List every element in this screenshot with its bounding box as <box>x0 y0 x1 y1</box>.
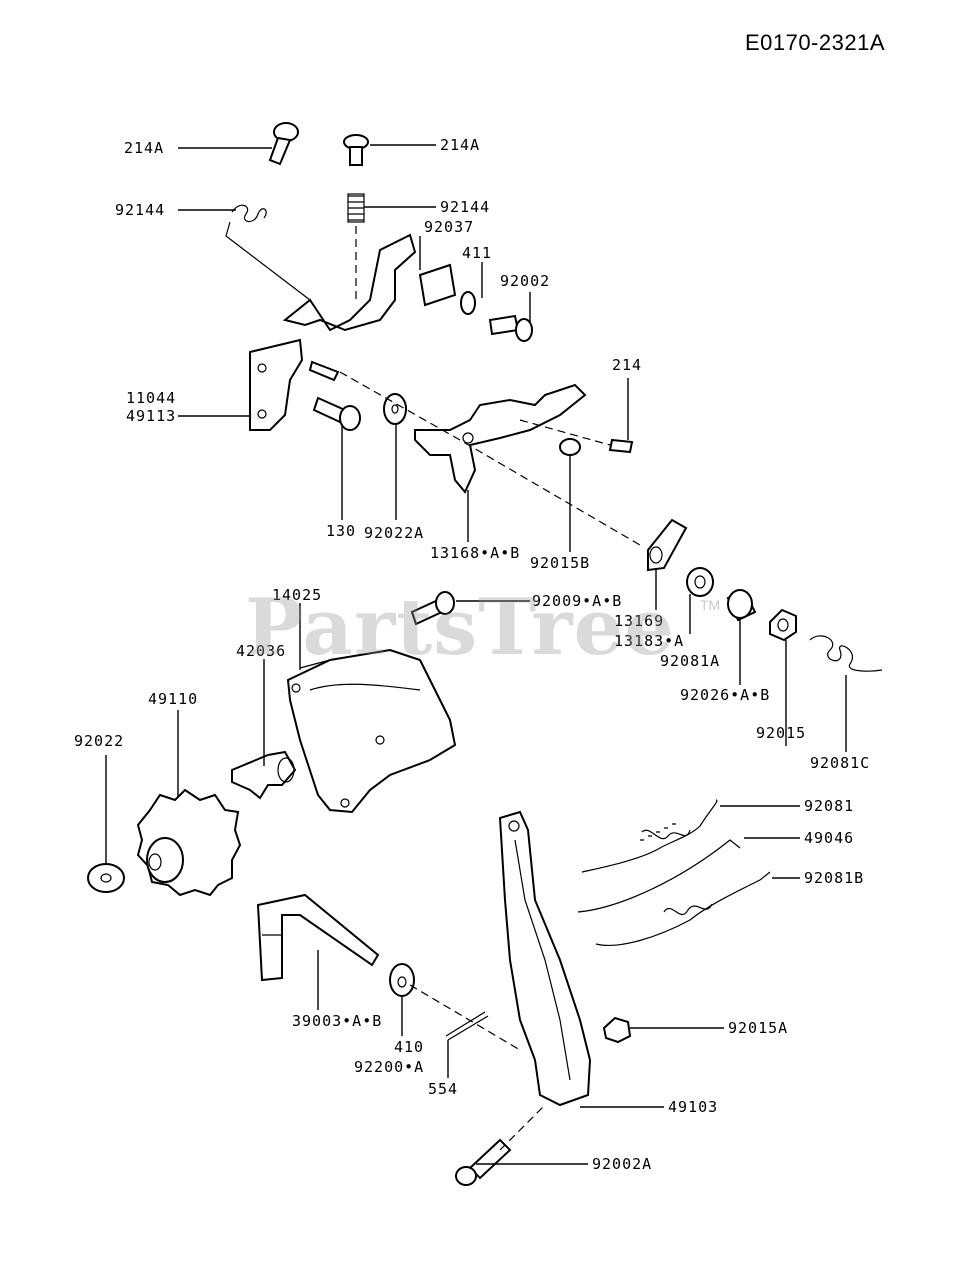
label-92144-center: 92144 <box>440 198 490 216</box>
spring-92081[interactable] <box>581 799 718 873</box>
watermark-tm: TM <box>700 597 721 613</box>
part-labels: 214A 214A 92144 92144 92037 411 92002 11… <box>74 136 870 1173</box>
spring-92081B[interactable] <box>595 871 771 946</box>
collar-92015B[interactable] <box>559 438 581 456</box>
leader-lines <box>105 144 847 1165</box>
bolt-92002A[interactable] <box>455 1138 512 1186</box>
spring-92081C[interactable] <box>809 635 883 672</box>
bolt-130[interactable] <box>312 396 361 431</box>
label-49103: 49103 <box>668 1098 718 1116</box>
label-49046: 49046 <box>804 829 854 847</box>
plate-92037[interactable] <box>418 263 457 307</box>
label-92002: 92002 <box>500 272 550 290</box>
label-92200: 92200•A <box>354 1058 424 1076</box>
label-11044: 11044 <box>126 389 176 407</box>
label-214A-center: 214A <box>440 136 480 154</box>
label-13168: 13168•A•B <box>430 544 520 562</box>
label-92081: 92081 <box>804 797 854 815</box>
lever-13168[interactable] <box>414 383 587 494</box>
arm-49103[interactable] <box>498 810 592 1107</box>
label-92015A: 92015A <box>728 1019 788 1037</box>
label-92002A: 92002A <box>592 1155 652 1173</box>
label-92081B: 92081B <box>804 869 864 887</box>
pin-554[interactable] <box>445 1011 489 1041</box>
label-92026: 92026•A•B <box>680 686 770 704</box>
label-39003: 39003•A•B <box>292 1012 382 1030</box>
label-49113: 49113 <box>126 407 176 425</box>
label-92081A: 92081A <box>660 652 720 670</box>
label-14025: 14025 <box>272 586 322 604</box>
label-410: 410 <box>394 1038 424 1056</box>
washer-92081A[interactable] <box>686 567 714 597</box>
washer-411[interactable] <box>460 291 476 315</box>
gear-49110[interactable] <box>136 788 242 897</box>
screw-214A-left[interactable] <box>268 122 299 166</box>
label-92144-left: 92144 <box>115 201 165 219</box>
watermark: PartsTree <box>245 582 675 673</box>
label-92015B: 92015B <box>530 554 590 572</box>
label-214: 214 <box>612 356 642 374</box>
label-411: 411 <box>462 244 492 262</box>
label-13183: 13183•A <box>614 632 684 650</box>
label-49110: 49110 <box>148 690 198 708</box>
screw-214A-center[interactable] <box>343 134 369 166</box>
washer-92022A[interactable] <box>383 393 407 425</box>
bracket-11044[interactable] <box>249 233 417 431</box>
pin-42036[interactable] <box>231 750 297 800</box>
link-13169[interactable] <box>647 518 688 572</box>
label-92022: 92022 <box>74 732 124 750</box>
shaft-axis <box>339 371 641 546</box>
shaft-39003[interactable] <box>256 893 380 982</box>
washer-410[interactable] <box>389 963 415 997</box>
arm-axis <box>409 984 521 1051</box>
label-92015: 92015 <box>756 724 806 742</box>
label-92037: 92037 <box>424 218 474 236</box>
bushing-92026[interactable] <box>726 589 757 622</box>
label-13169: 13169 <box>614 612 664 630</box>
screw-214[interactable] <box>608 438 634 454</box>
label-214A-left: 214A <box>124 139 164 157</box>
spring-92144-center[interactable] <box>347 193 365 223</box>
screw-small[interactable] <box>308 360 340 382</box>
label-130: 130 <box>326 522 356 540</box>
label-42036: 42036 <box>236 642 286 660</box>
washer-92022[interactable] <box>87 863 125 893</box>
label-92022A: 92022A <box>364 524 424 542</box>
label-554: 554 <box>428 1080 458 1098</box>
diagram-id: E0170-2321A <box>744 30 885 55</box>
axis-214 <box>519 419 611 446</box>
nut-92015A[interactable] <box>602 1016 632 1044</box>
cover-14025[interactable] <box>286 648 457 814</box>
rod-49046[interactable] <box>577 839 741 913</box>
shaft-92009[interactable] <box>410 591 455 626</box>
label-92081C: 92081C <box>810 754 870 772</box>
screw-92002[interactable] <box>488 314 533 342</box>
bolt-axis <box>499 1104 546 1151</box>
label-92009: 92009•A•B <box>532 592 622 610</box>
spring-92144-left[interactable] <box>225 204 311 301</box>
nut-92015[interactable] <box>769 608 797 642</box>
